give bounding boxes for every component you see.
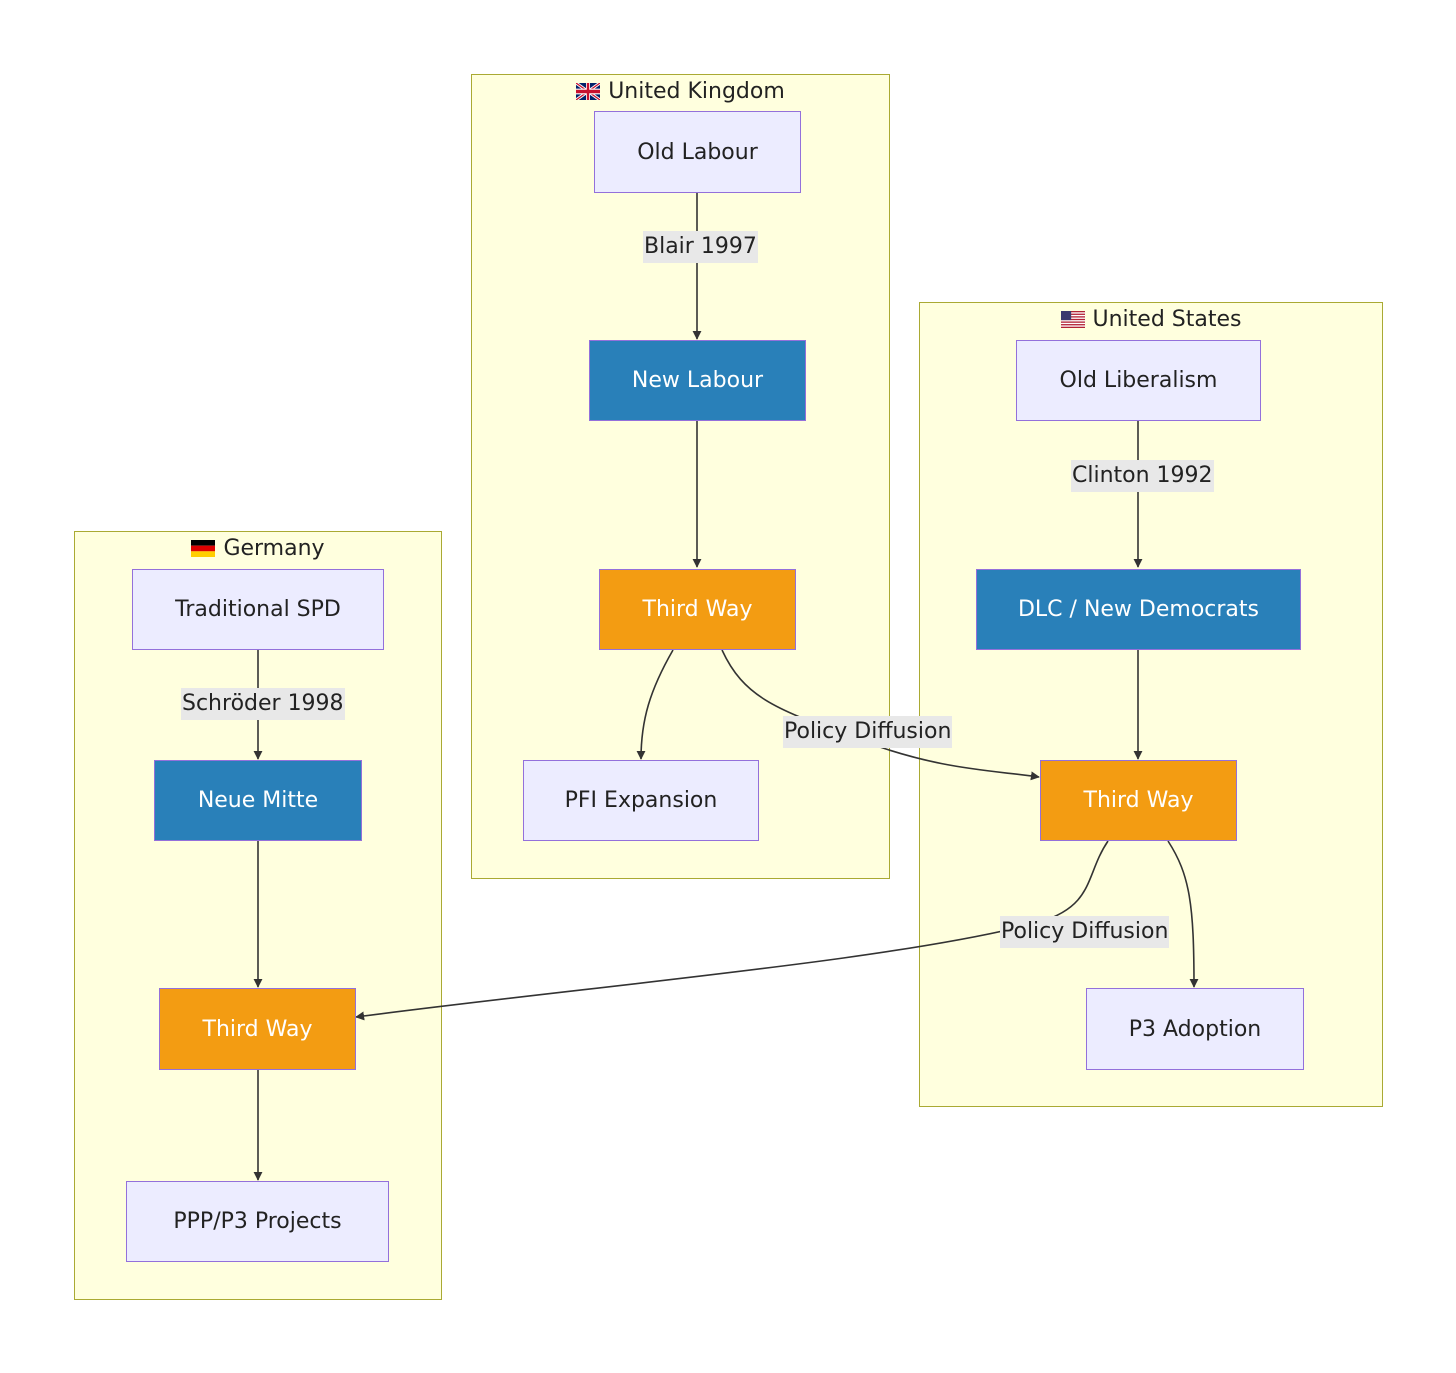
node-p3-adoption[interactable]: P3 Adoption [1086, 988, 1304, 1070]
cluster-label-us: United States [1092, 307, 1242, 332]
edge-policy-diffusion-us-de [355, 840, 1109, 1021]
cluster-title-uk: United Kingdom [472, 79, 889, 104]
node-de-third-way[interactable]: Third Way [159, 988, 356, 1070]
edge-us-third-way-to-p3 [1167, 840, 1199, 988]
edge-label-blair: Blair 1997 [643, 231, 758, 263]
node-us-third-way[interactable]: Third Way [1040, 760, 1237, 841]
node-new-labour[interactable]: New Labour [589, 340, 806, 421]
germany-flag-icon [191, 540, 216, 557]
node-old-liberalism[interactable]: Old Liberalism [1016, 340, 1261, 421]
edge-policy-diffusion-uk-us [721, 649, 1040, 781]
edge-label-schroeder: Schröder 1998 [181, 688, 345, 720]
edge-label-policy-diffusion-us-de: Policy Diffusion [1000, 916, 1170, 948]
us-flag-icon [1060, 311, 1085, 328]
edge-label-clinton: Clinton 1992 [1071, 460, 1214, 492]
node-neue-mitte[interactable]: Neue Mitte [154, 760, 362, 841]
edge-label-policy-diffusion-uk-us: Policy Diffusion [783, 716, 953, 748]
cluster-label-de: Germany [223, 536, 325, 561]
node-traditional-spd[interactable]: Traditional SPD [132, 569, 384, 650]
cluster-label-uk: United Kingdom [608, 79, 785, 104]
cluster-united-states: United States [919, 302, 1383, 1107]
node-old-labour[interactable]: Old Labour [594, 111, 801, 193]
node-uk-third-way[interactable]: Third Way [599, 569, 796, 650]
node-pfi-expansion[interactable]: PFI Expansion [523, 760, 759, 841]
uk-flag-icon [576, 83, 601, 100]
cluster-title-de: Germany [75, 536, 441, 561]
cluster-title-us: United States [920, 307, 1382, 332]
edge-uk-third-way-to-pfi [636, 649, 674, 760]
node-dlc-new-democrats[interactable]: DLC / New Democrats [976, 569, 1301, 650]
node-ppp-p3-projects[interactable]: PPP/P3 Projects [126, 1181, 389, 1262]
